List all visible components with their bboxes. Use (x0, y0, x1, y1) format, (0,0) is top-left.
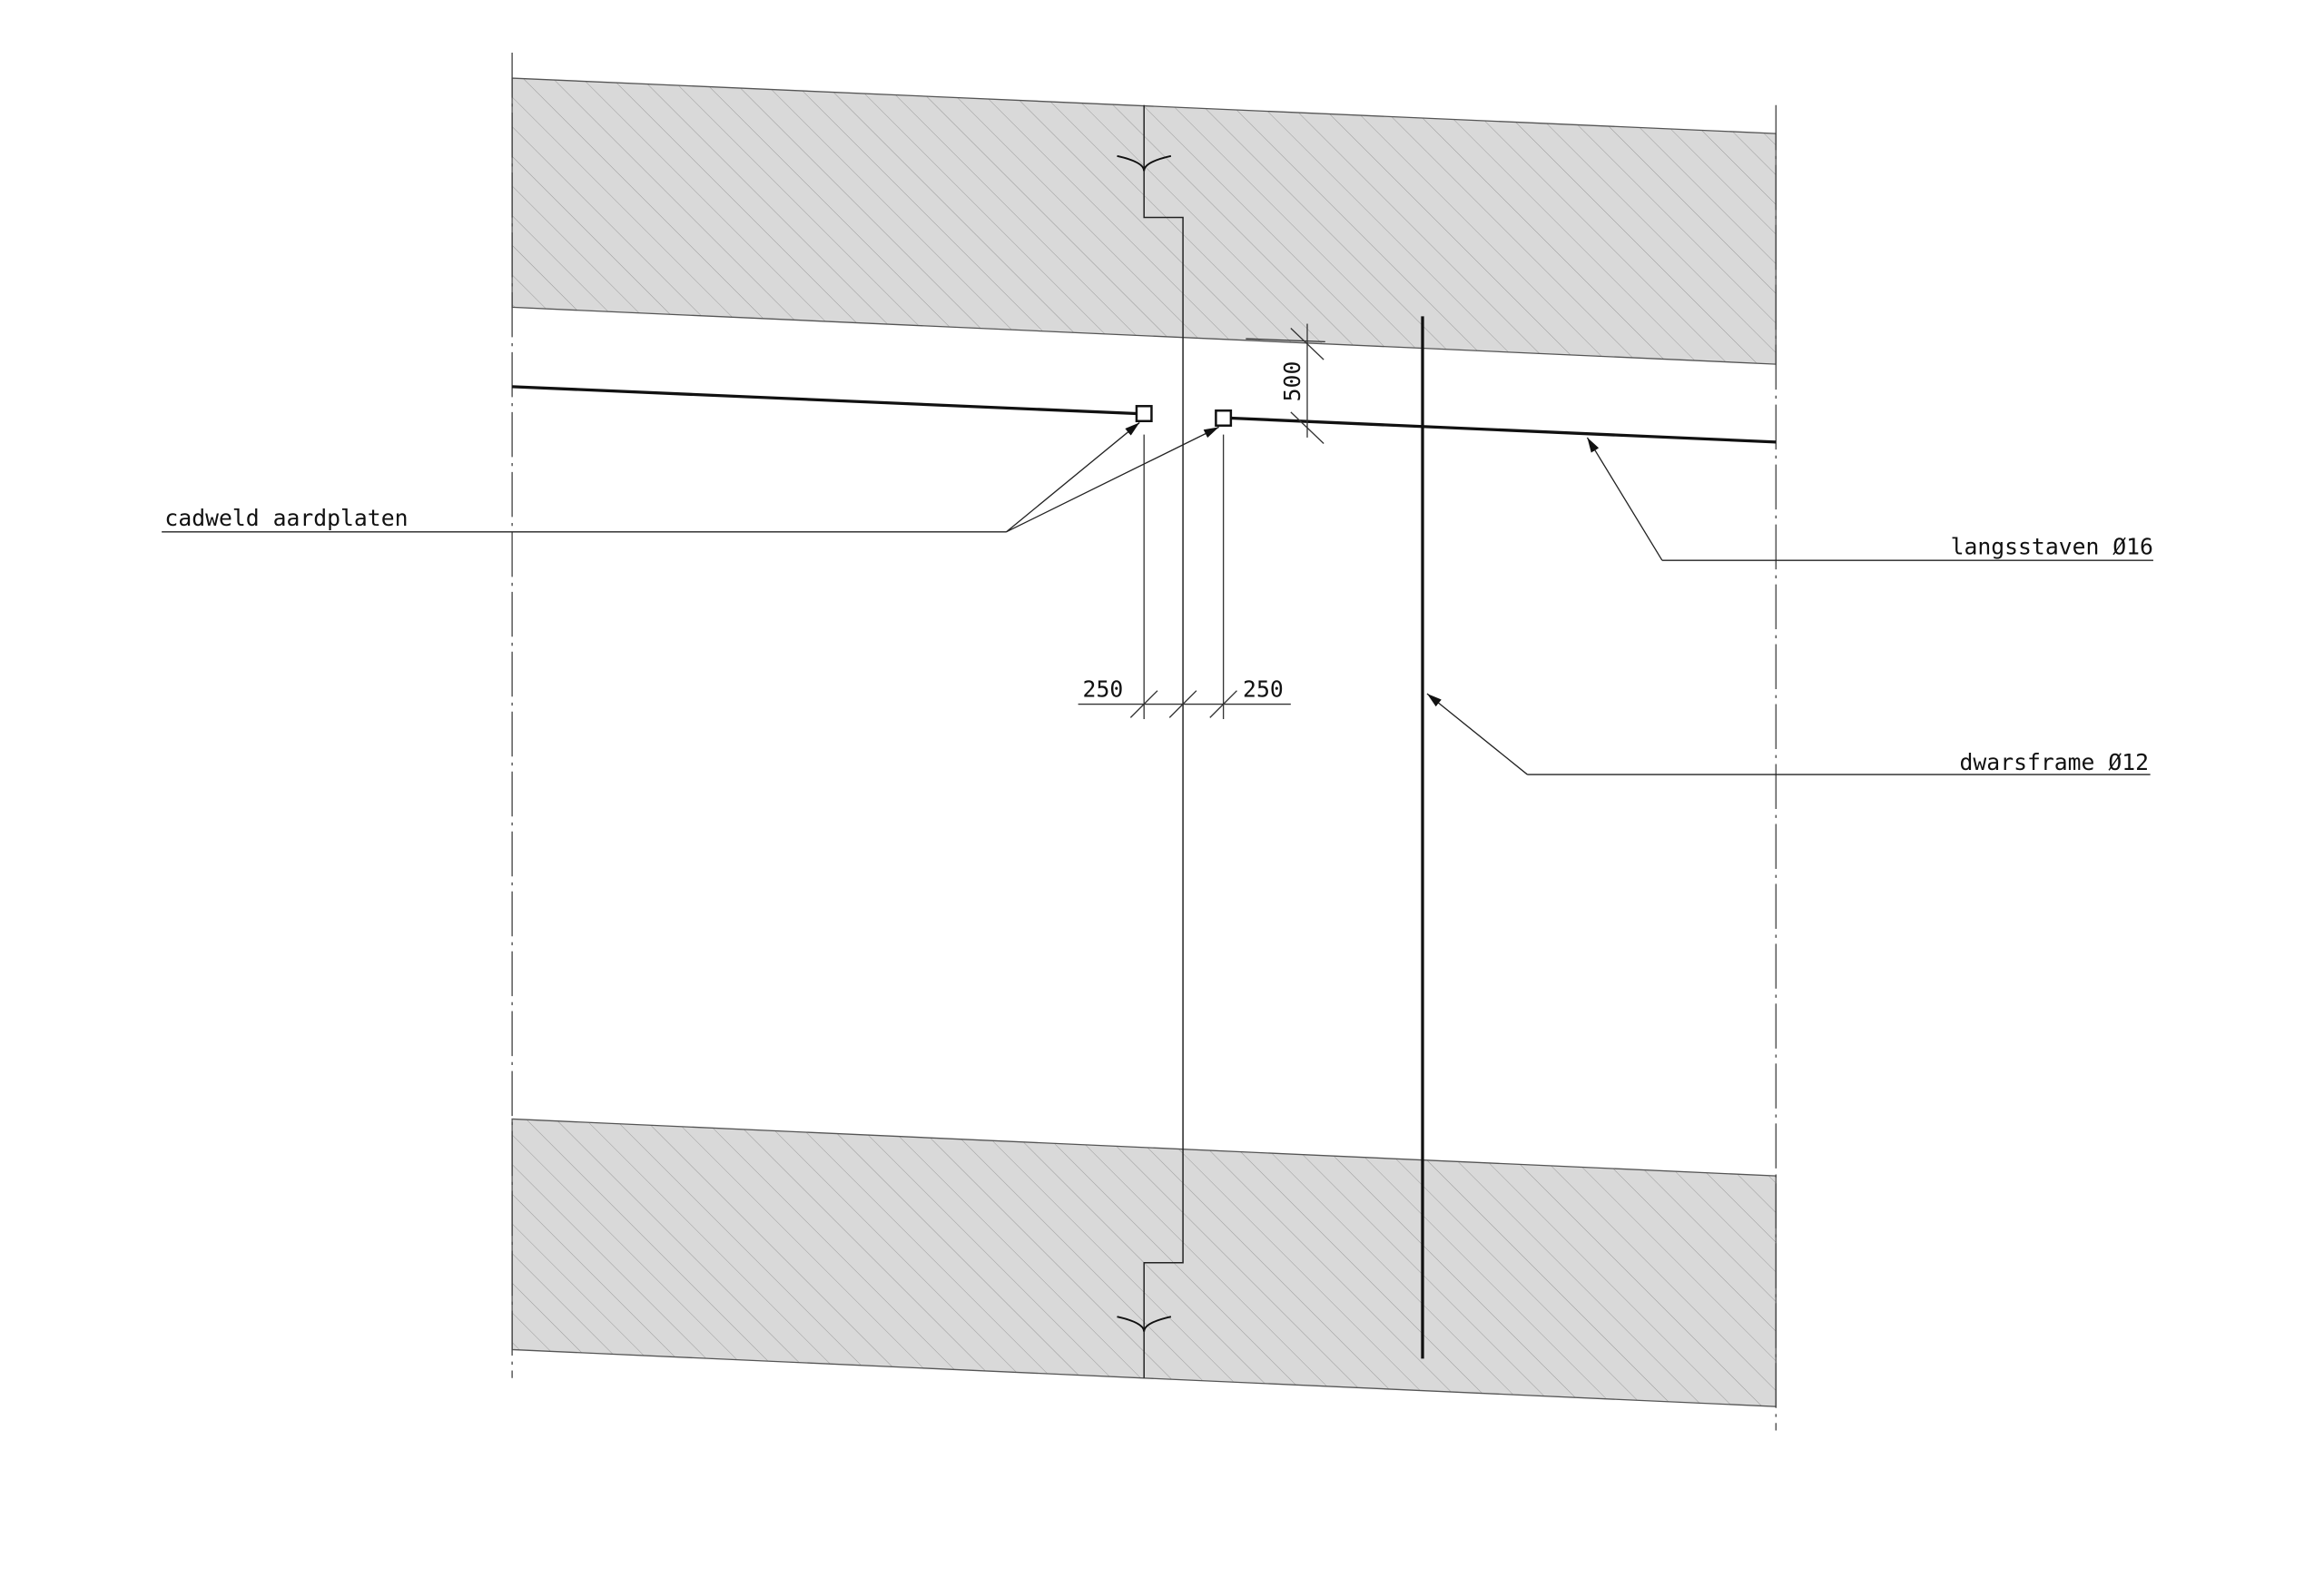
cadweld-leader (162, 421, 1219, 533)
cadweld-label: cadweld aardplaten (164, 505, 408, 531)
joint-line (1143, 104, 1184, 1378)
longitudinal-bar-right (1230, 416, 1777, 444)
dimension-250-right-label: 250 (1243, 676, 1284, 702)
dwarsframe-label: dwarsframe Ø12 (1960, 749, 2149, 775)
dimension-500 (1246, 323, 1325, 444)
cadweld-plate-right (1215, 409, 1233, 427)
langsstaven-label: langsstaven Ø16 (1951, 534, 2153, 560)
break-symbol-bottom (1117, 1316, 1172, 1332)
dimension-250-left-label: 250 (1083, 676, 1124, 702)
dwarsframe-leader (1426, 693, 2151, 775)
langsstaven-leader (1586, 437, 2153, 561)
break-symbol-top (1117, 154, 1172, 172)
longitudinal-bar-left (512, 385, 1137, 416)
dimension-500-label: 500 (1279, 361, 1305, 402)
cadweld-plate-left (1135, 405, 1153, 423)
dimension-250-250 (1078, 434, 1291, 720)
